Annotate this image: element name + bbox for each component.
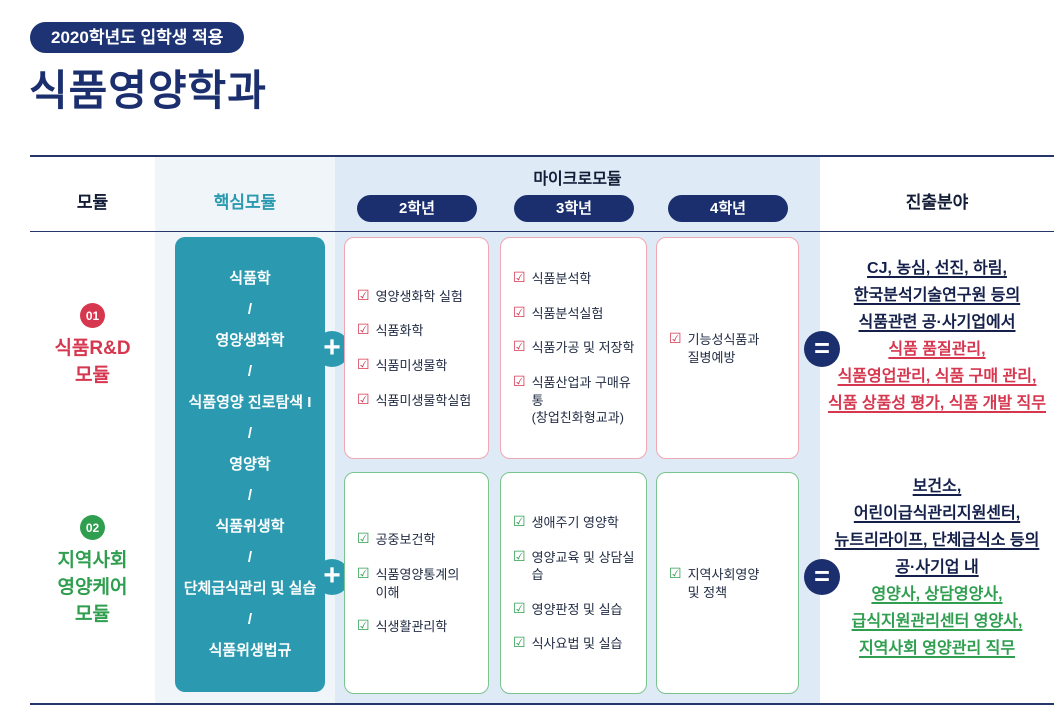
equals-icon: =	[804, 331, 840, 367]
checkbox-icon: ☑	[513, 547, 526, 564]
checkbox-icon: ☑	[357, 390, 370, 407]
course-item: ☑ 식품분석실험	[513, 304, 640, 323]
micro-box-row2-year3: ☑ 생애주기 영양학 ☑ 영양교육 및 상담실습 ☑ 영양판정 및 실습 ☑ 식…	[500, 472, 647, 694]
career-field-row1: CJ, 농심, 선진, 하림, 한국분석기술연구원 등의 식품관련 공·사기업에…	[822, 255, 1052, 417]
course-item: ☑ 지역사회영양 및 정책	[669, 565, 792, 601]
module-1-name: 식품R&D 모듈	[54, 338, 131, 386]
checkbox-icon: ☑	[357, 321, 370, 338]
course-item: ☑ 식품산업과 구매유통 (창업친화형교과)	[513, 373, 640, 427]
course-item: ☑ 식생활관리학	[357, 617, 482, 636]
course-name: 식생활관리학	[375, 619, 448, 635]
course-item: ☑ 식품분석학	[513, 269, 640, 288]
core-module-courses: 식품학 / 영양생화학 / 식품영양 진로탐색 I / 영양학 / 식품위생학 …	[183, 270, 317, 659]
page-title: 식품영양학과	[29, 67, 267, 114]
checkbox-icon: ☑	[357, 286, 370, 303]
course-name: 식품화학	[375, 323, 424, 339]
equals-icon: =	[804, 559, 840, 595]
career-field-row2: 보건소, 어린이급식관리지원센터, 뉴트리라이프, 단체급식소 등의 공·사기업…	[822, 473, 1052, 662]
header-core-module: 핵심모듈	[213, 193, 277, 212]
course-item: ☑ 생애주기 영양학	[513, 513, 640, 532]
course-name: 지역사회영양 및 정책	[687, 566, 760, 600]
checkbox-icon: ☑	[513, 303, 526, 320]
applied-year-badge: 2020학년도 입학생 적용	[30, 22, 245, 53]
micro-box-row2-year4: ☑ 지역사회영양 및 정책	[656, 472, 799, 694]
course-item: ☑ 식사요법 및 실습	[513, 634, 640, 653]
checkbox-icon: ☑	[513, 269, 526, 286]
career-row2-companies: 보건소, 어린이급식관리지원센터, 뉴트리라이프, 단체급식소 등의 공·사기업…	[834, 478, 1040, 576]
checkbox-icon: ☑	[669, 329, 682, 346]
curriculum-table: 모듈 핵심모듈 마이크로모듈 2학년 3학년 4학년 진출분야 01 식품R&D…	[30, 155, 1054, 705]
career-row1-companies: CJ, 농심, 선진, 하림, 한국분석기술연구원 등의 식품관련 공·사기업에…	[853, 260, 1021, 331]
course-item: ☑ 영양교육 및 상담실습	[513, 548, 640, 584]
checkbox-icon: ☑	[669, 564, 682, 581]
course-name: 공중보건학	[375, 532, 436, 548]
course-item: ☑ 영양판정 및 실습	[513, 600, 640, 619]
course-name: 영양판정 및 실습	[531, 601, 623, 617]
year-4-badge: 4학년	[668, 195, 788, 222]
header-divider	[30, 231, 1054, 232]
course-name: 식사요법 및 실습	[531, 636, 623, 652]
course-item: ☑ 식품미생물학실험	[357, 391, 482, 410]
course-name: 식품미생물학실험	[375, 392, 472, 408]
year-2-badge: 2학년	[357, 195, 477, 222]
course-name: 식품분석실험	[531, 305, 604, 321]
module-1-number-badge: 01	[80, 303, 105, 328]
course-item: ☑ 공중보건학	[357, 530, 482, 549]
checkbox-icon: ☑	[513, 513, 526, 530]
checkbox-icon: ☑	[357, 356, 370, 372]
course-item: ☑ 식품화학	[357, 321, 482, 340]
course-item: ☑ 영양생화학 실험	[357, 287, 482, 306]
course-name: 식품분석학	[531, 271, 592, 287]
header-career: 진출분야	[905, 193, 969, 212]
module-1-label: 01 식품R&D 모듈	[30, 303, 155, 389]
course-name: 영양생화학 실험	[375, 288, 463, 304]
micro-box-row2-year2: ☑ 공중보건학 ☑ 식품영양통계의 이해 ☑ 식생활관리학	[344, 472, 489, 694]
header-micro-module: 마이크로모듈	[533, 171, 622, 188]
career-row2-jobs: 영양사, 상담영양사, 급식지원관리센터 영양사, 지역사회 영양관리 직무	[851, 586, 1023, 657]
course-name: 영양교육 및 상담실습	[531, 549, 635, 583]
module-2-name: 지역사회 영양케어 모듈	[57, 550, 128, 625]
course-name: 기능성식품과 질병예방	[687, 331, 760, 365]
core-module-box: 식품학 / 영양생화학 / 식품영양 진로탐색 I / 영양학 / 식품위생학 …	[175, 237, 325, 692]
course-name: 생애주기 영양학	[531, 515, 619, 531]
course-name: 식품가공 및 저장학	[531, 340, 635, 356]
course-item: ☑ 기능성식품과 질병예방	[669, 330, 792, 366]
checkbox-icon: ☑	[357, 564, 370, 581]
course-item: ☑ 식품가공 및 저장학	[513, 338, 640, 357]
micro-box-row1-year2: ☑ 영양생화학 실험 ☑ 식품화학 ☑ 식품미생물학 ☑ 식품미생물학실험	[344, 237, 489, 459]
checkbox-icon: ☑	[357, 617, 370, 634]
course-item: ☑ 식품영양통계의 이해	[357, 565, 482, 601]
checkbox-icon: ☑	[513, 634, 526, 651]
header-module: 모듈	[76, 193, 109, 212]
micro-box-row1-year4: ☑ 기능성식품과 질병예방	[656, 237, 799, 459]
module-2-label: 02 지역사회 영양케어 모듈	[30, 515, 155, 628]
career-row1-jobs: 식품 품질관리, 식품영업관리, 식품 구매 관리, 식품 상품성 평가, 식품…	[827, 341, 1047, 412]
module-2-number-badge: 02	[80, 515, 105, 540]
course-item: ☑ 식품미생물학	[357, 356, 482, 375]
course-name: 식품산업과 구매유통 (창업친화형교과)	[531, 375, 631, 426]
checkbox-icon: ☑	[513, 338, 526, 355]
course-name: 식품미생물학	[375, 358, 448, 373]
year-3-badge: 3학년	[514, 195, 634, 222]
course-name: 식품영양통계의 이해	[375, 566, 460, 600]
checkbox-icon: ☑	[357, 530, 370, 547]
checkbox-icon: ☑	[513, 373, 526, 389]
checkbox-icon: ☑	[513, 599, 526, 616]
micro-box-row1-year3: ☑ 식품분석학 ☑ 식품분석실험 ☑ 식품가공 및 저장학 ☑ 식품산업과 구매…	[500, 237, 647, 459]
